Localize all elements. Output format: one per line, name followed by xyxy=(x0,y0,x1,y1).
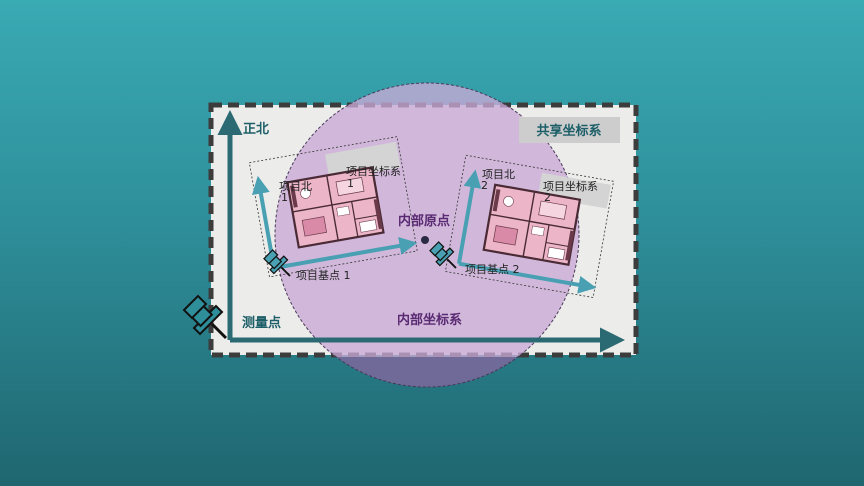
project-2-north-label: 项目北 xyxy=(482,168,515,181)
project-1-north-num: 1 xyxy=(281,191,288,204)
project-1-north-label: 项目北 xyxy=(279,180,312,193)
true-north-label: 正北 xyxy=(243,122,269,137)
project-1-coords-num: 1 xyxy=(347,177,354,190)
project-2-floorplan xyxy=(482,183,581,266)
internal-coords-label: 内部坐标系 xyxy=(397,312,462,328)
project-2-east-axis xyxy=(458,261,597,294)
project-1-pin-icon xyxy=(263,249,291,277)
project-1-boundary xyxy=(248,136,418,278)
project-2-north-axis xyxy=(456,169,482,265)
internal-origin-label: 内部原点 xyxy=(398,213,450,229)
project-2-pin-icon xyxy=(429,241,457,269)
project-2-group xyxy=(444,154,615,298)
project-1-base-label: 项目基点 1 xyxy=(296,269,351,282)
project-2-boundary xyxy=(444,154,615,298)
project-2-base-label: 项目基点 2 xyxy=(465,263,520,276)
project-2-north-num: 2 xyxy=(481,179,488,192)
project-2-coords-label: 项目坐标系 xyxy=(543,179,598,193)
survey-point-label: 测量点 xyxy=(242,315,281,331)
shared-coords-label: 共享坐标系 xyxy=(536,123,601,139)
project-1-east-axis xyxy=(273,236,418,270)
project-2-coords-num: 2 xyxy=(544,191,551,204)
shared-coords-label-bg xyxy=(519,117,620,143)
project-1-coords-label: 项目坐标系 xyxy=(346,164,401,178)
survey-pushpin-icon xyxy=(182,294,228,340)
project-1-coords-label-bg xyxy=(325,141,401,181)
internal-origin-dot xyxy=(421,236,429,244)
